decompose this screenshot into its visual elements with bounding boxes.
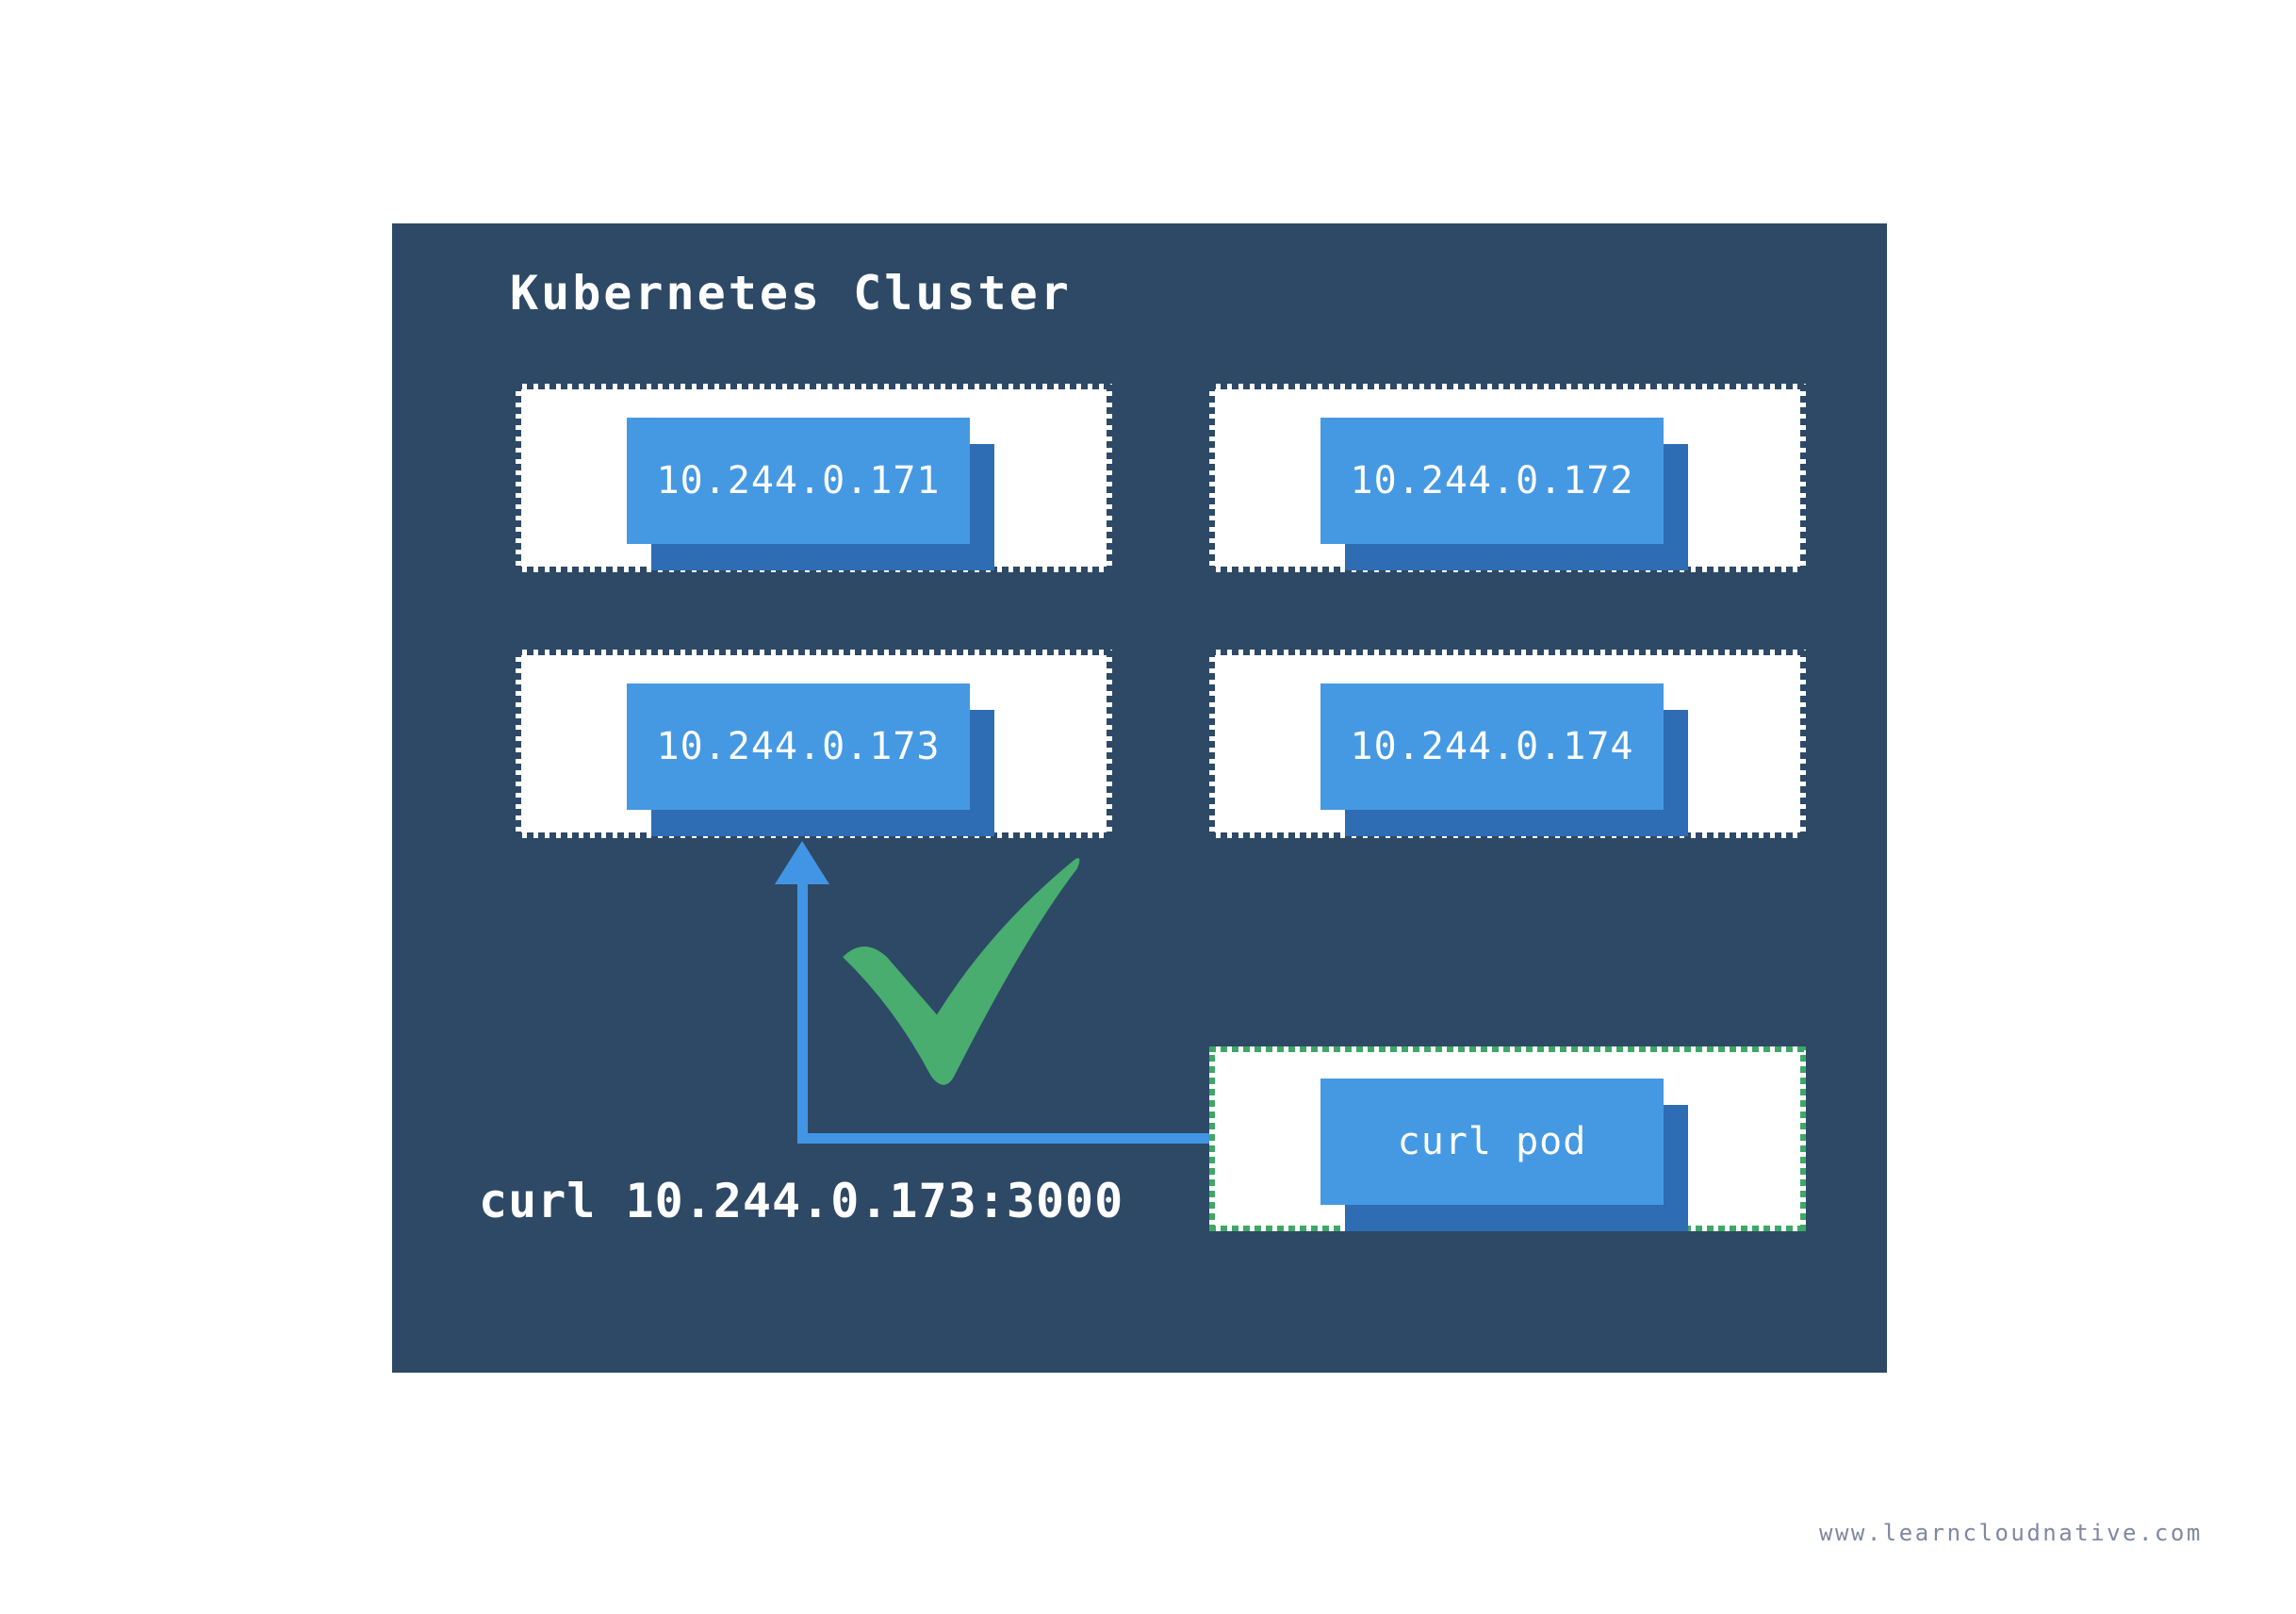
pod-ip-chip: 10.244.0.174 bbox=[1320, 683, 1664, 810]
pod-ip-chip: 10.244.0.173 bbox=[627, 683, 970, 810]
pod-box-174: 10.244.0.174 bbox=[1209, 650, 1806, 838]
kubernetes-cluster-panel: Kubernetes Cluster 10.244.0.171 10.244.0… bbox=[392, 223, 1904, 1393]
curl-pod-chip: curl pod bbox=[1320, 1079, 1664, 1205]
pod-box-172: 10.244.0.172 bbox=[1209, 384, 1806, 572]
pod-ip-chip: 10.244.0.172 bbox=[1320, 418, 1664, 544]
curl-command-text: curl 10.244.0.173:3000 bbox=[479, 1174, 1124, 1228]
curl-pod-label: curl pod bbox=[1397, 1120, 1587, 1163]
arrow-line-horizontal bbox=[797, 1133, 1209, 1144]
pod-ip-label: 10.244.0.171 bbox=[656, 459, 941, 502]
arrow-line-vertical bbox=[797, 882, 808, 1144]
pod-box-171: 10.244.0.171 bbox=[516, 384, 1112, 572]
checkmark-icon bbox=[843, 858, 1080, 1085]
pod-box-173: 10.244.0.173 bbox=[516, 650, 1112, 838]
pod-ip-label: 10.244.0.172 bbox=[1350, 459, 1634, 502]
arrow-head-icon bbox=[775, 841, 829, 884]
pod-ip-chip: 10.244.0.171 bbox=[627, 418, 970, 544]
watermark: www.learncloudnative.com bbox=[1819, 1520, 2203, 1546]
curl-pod-box: curl pod bbox=[1209, 1046, 1806, 1231]
cluster-title: Kubernetes Cluster bbox=[510, 266, 1072, 321]
pod-ip-label: 10.244.0.173 bbox=[656, 725, 941, 768]
pod-ip-label: 10.244.0.174 bbox=[1350, 725, 1634, 768]
